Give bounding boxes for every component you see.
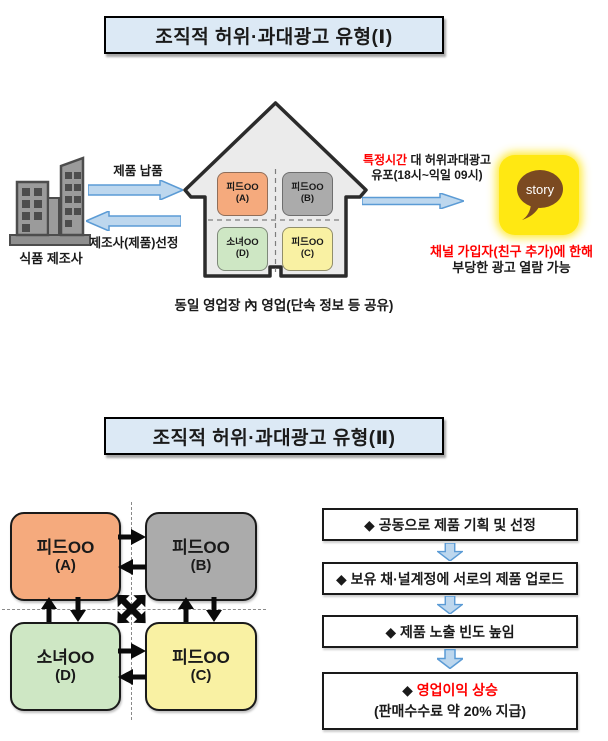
flow-step-4-highlight: 영업이익 상승 — [416, 682, 498, 698]
viewer-note-line1: 채널 가입자(친구 추가)에 한해 — [429, 244, 593, 259]
broadcast-line2: 유포(18시~익일 09시) — [371, 168, 483, 182]
quad-d-code: (D) — [55, 667, 76, 685]
arrow-a-to-d — [70, 597, 86, 622]
crossed-arrows-x-icon — [117, 594, 146, 624]
select-arrow-label: 제조사(제품)선정 — [89, 236, 179, 250]
room-c-name: 피드OO — [291, 237, 324, 249]
broadcast-arrow-icon — [362, 193, 464, 209]
section1-title: 조직적 허위·과대광고 유형(Ⅰ) — [104, 16, 444, 54]
section1-caption: 동일 영업장 內 영업(단속 정보 등 공유) — [174, 298, 394, 313]
section1-title-text: 조직적 허위·과대광고 유형(Ⅰ) — [155, 26, 393, 48]
room-b-code: (B) — [300, 193, 315, 204]
viewer-note-line2: 부당한 광고 열람 가능 — [452, 260, 571, 275]
select-arrow-icon — [86, 211, 181, 231]
broadcast-highlight: 특정시간 — [362, 153, 408, 167]
arrow-b-to-c — [206, 597, 222, 622]
supply-arrow-icon — [88, 180, 183, 200]
flow-step-4-line1: ◆ 영업이익 상승 — [402, 680, 498, 701]
exchange-arrows-layer — [41, 529, 222, 685]
flow-step-3: ◆ 제품 노출 빈도 높임 — [322, 615, 578, 648]
story-icon-label: story — [526, 182, 555, 197]
quad-box-c: 피드OO (C) — [145, 622, 257, 711]
flow-arrow-3-icon — [437, 649, 463, 669]
flow-step-4-sub: (판매수수료 약 20% 지급) — [373, 703, 527, 719]
story-speech-bubble-icon: story — [517, 170, 563, 220]
arrow-b-to-a — [118, 559, 146, 575]
broadcast-note: 특정시간 대 허위과대광고 유포(18시~익일 09시) — [356, 153, 498, 183]
kakaostory-app-icon: story — [499, 155, 579, 235]
flow-arrow-1-icon — [437, 543, 463, 561]
quad-c-name: 피드OO — [172, 647, 230, 667]
quad-box-b: 피드OO (B) — [145, 512, 257, 601]
arrow-d-to-a — [41, 597, 57, 622]
factory-building-icon — [9, 156, 91, 246]
room-a-name: 피드OO — [226, 182, 259, 194]
house-room-b: 피드OO (B) — [282, 172, 333, 216]
house-shape — [183, 101, 368, 278]
arrow-c-to-d — [118, 669, 146, 685]
arrow-a-to-b — [118, 529, 146, 545]
room-b-name: 피드OO — [291, 182, 324, 194]
room-a-code: (A) — [235, 193, 250, 204]
flow-step-1: ◆ 공동으로 제품 기획 및 선정 — [322, 508, 578, 541]
quad-a-name: 피드OO — [36, 537, 95, 557]
supply-arrow-label: 제품 납품 — [113, 164, 163, 178]
quad-c-code: (C) — [190, 667, 212, 685]
viewer-note: 채널 가입자(친구 추가)에 한해 부당한 광고 열람 가능 — [415, 244, 608, 276]
quad-box-a: 피드OO (A) — [10, 512, 121, 601]
quad-b-name: 피드OO — [172, 537, 230, 557]
quad-b-code: (B) — [190, 557, 212, 575]
room-c-code: (C) — [300, 248, 315, 259]
quad-box-d: 소녀OO (D) — [10, 622, 121, 711]
quad-d-name: 소녀OO — [36, 647, 95, 667]
flow-step-2: ◆ 보유 채·널계정에 서로의 제품 업로드 — [322, 562, 578, 595]
house-room-a: 피드OO (A) — [217, 172, 268, 216]
broadcast-line1-rest: 대 허위과대광고 — [407, 153, 492, 167]
room-d-code: (D) — [235, 248, 250, 259]
quad-a-code: (A) — [55, 557, 76, 575]
arrow-d-to-c — [118, 643, 146, 659]
section2-title-text: 조직적 허위·과대광고 유형(Ⅱ) — [152, 427, 396, 449]
manufacturer-label: 식품 제조사 — [19, 251, 83, 266]
flow-step-4: ◆ 영업이익 상승 (판매수수료 약 20% 지급) — [322, 672, 578, 730]
house-room-d: 소녀OO (D) — [217, 227, 268, 271]
section2-title: 조직적 허위·과대광고 유형(Ⅱ) — [104, 417, 444, 455]
house-room-c: 피드OO (C) — [282, 227, 333, 271]
flow-arrow-2-icon — [437, 596, 463, 614]
arrow-c-to-b — [178, 597, 194, 622]
room-d-name: 소녀OO — [226, 237, 259, 249]
flow-step-4-diamond: ◆ — [402, 682, 417, 698]
